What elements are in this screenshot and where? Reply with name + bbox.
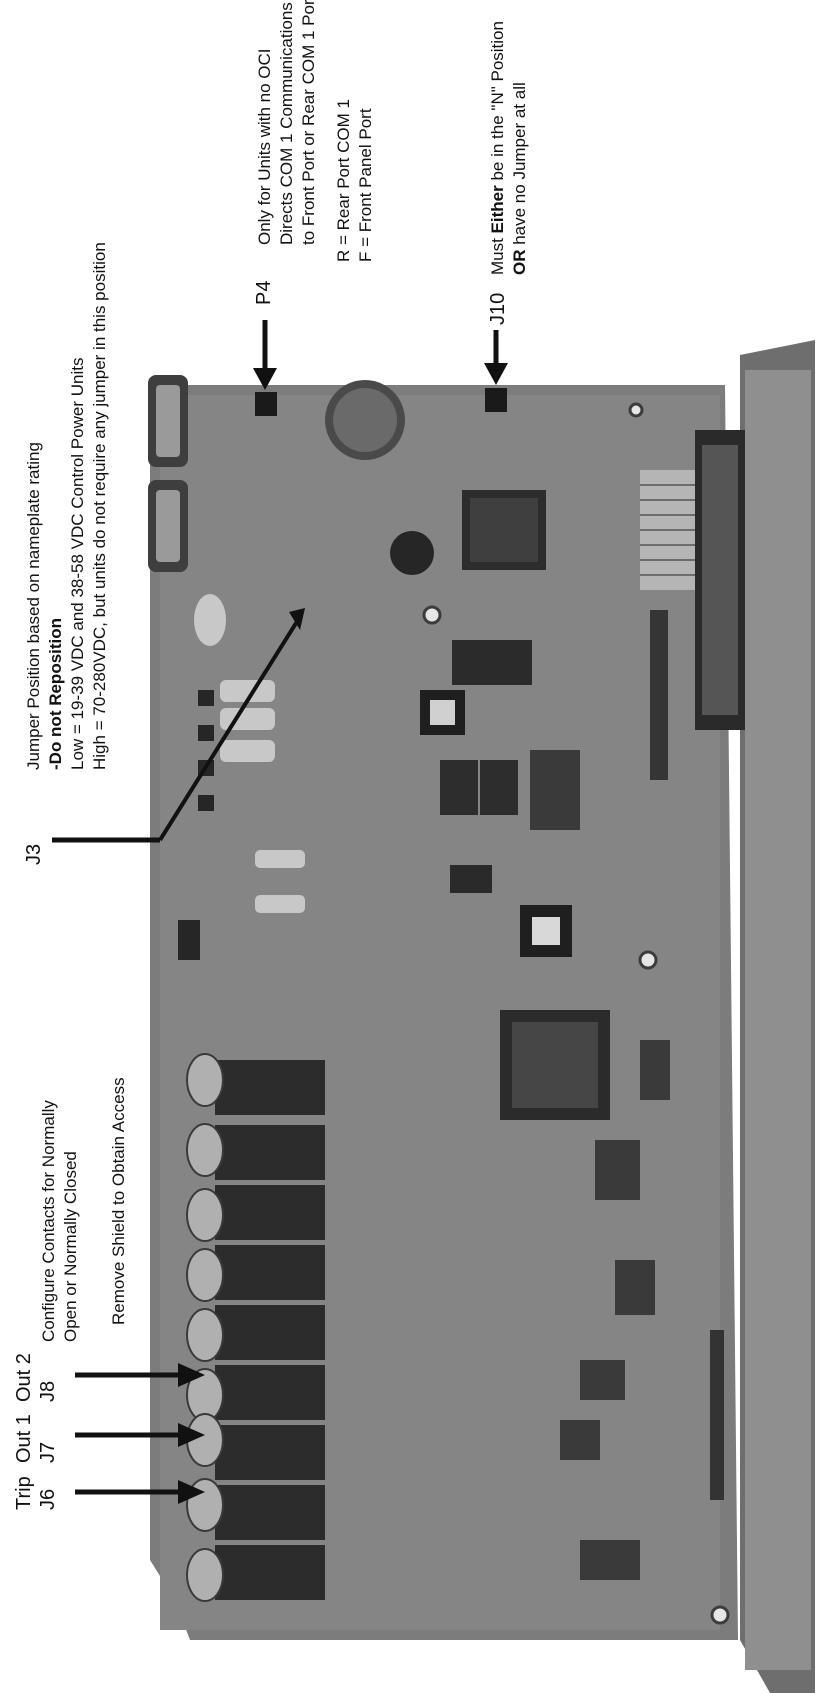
p4-line3: to Front Port or Rear COM 1 Port	[299, 0, 318, 245]
p4-line2: Directs COM 1 Communications	[277, 2, 296, 245]
j10-line2: OR have no Jumper at all	[510, 82, 529, 275]
j10-arrow	[484, 330, 508, 385]
coin-battery	[325, 380, 405, 460]
j8-arrow	[75, 1363, 205, 1387]
contacts-line3: Remove Shield to Obtain Access	[109, 1077, 128, 1325]
contacts-line2: Open or Normally Closed	[61, 1151, 80, 1342]
output-label-out2: Out 2 J8	[13, 1353, 59, 1402]
p4-legend: R = Rear Port COM 1 F = Front Panel Port	[333, 99, 377, 262]
p4-line5: F = Front Panel Port	[356, 108, 375, 262]
p4-line4: R = Rear Port COM 1	[334, 99, 353, 262]
chassis-tray	[740, 340, 815, 1693]
j3-description: Jumper Position based on nameplate ratin…	[23, 242, 111, 770]
j7-arrow	[75, 1423, 205, 1447]
p4-description: Only for Units with no OCI Directs COM 1…	[254, 0, 320, 245]
j10-jumper	[485, 388, 507, 412]
j10-designator: J10	[487, 292, 509, 325]
output-terminals	[186, 1053, 224, 1602]
shield-note: Remove Shield to Obtain Access	[108, 1077, 130, 1325]
j10-line1: Must Either be in the "N" Position	[488, 21, 507, 275]
p4-designator: P4	[253, 280, 275, 305]
j6-arrow	[75, 1480, 205, 1504]
contacts-line1: Configure Contacts for Normally	[39, 1100, 58, 1342]
j3-designator: J3	[23, 843, 45, 865]
serial-connectors	[148, 375, 188, 572]
p4-line1: Only for Units with no OCI	[255, 48, 274, 245]
p4-arrow	[253, 320, 277, 390]
output-label-trip: Trip J6	[13, 1476, 59, 1510]
j3-line1: Jumper Position based on nameplate ratin…	[24, 442, 43, 770]
p4-jumper	[255, 392, 277, 416]
j3-line2: -Do not Reposition	[46, 617, 65, 770]
relay-row	[215, 1060, 325, 1600]
j3-pointer	[52, 608, 305, 843]
j3-line3: Low = 19-39 VDC and 38-58 VDC Control Po…	[68, 357, 87, 770]
j10-description: Must Either be in the "N" Position OR ha…	[487, 21, 531, 275]
contacts-note: Configure Contacts for Normally Open or …	[38, 1100, 82, 1342]
j3-line4: High = 70-280VDC, but units do not requi…	[90, 242, 109, 770]
output-label-out1: Out 1 J7	[13, 1414, 59, 1463]
